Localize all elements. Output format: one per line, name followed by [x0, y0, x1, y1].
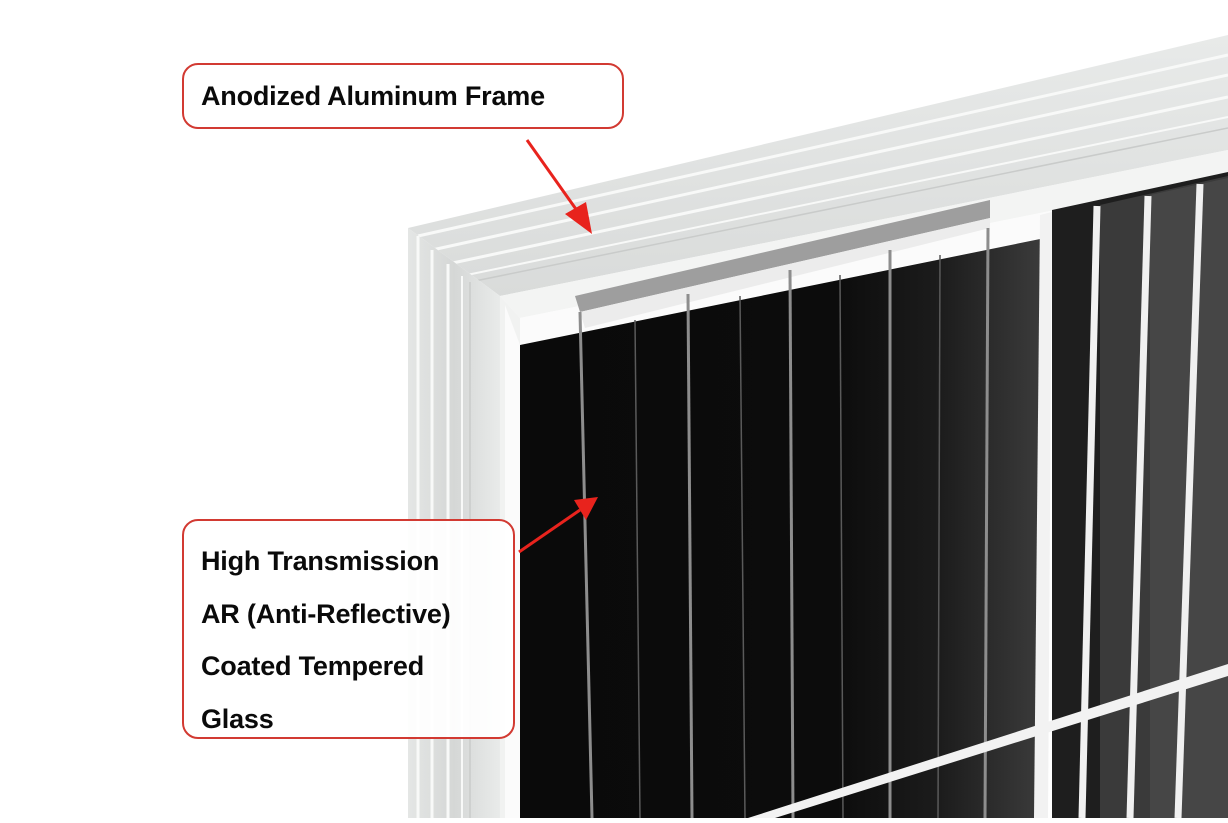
callout-glass-line-3: Coated Tempered: [201, 651, 425, 681]
callout-glass-line-4: Glass: [201, 703, 274, 734]
arrow-to-frame: [525, 139, 592, 234]
callout-frame-label: Anodized Aluminum Frame: [182, 63, 624, 129]
callout-glass-line-1: High Transmission: [201, 546, 440, 576]
callout-frame-text: Anodized Aluminum Frame: [201, 80, 545, 111]
callout-glass-line-2: AR (Anti-Reflective): [201, 598, 451, 629]
frame-top-edge: [408, 35, 1228, 296]
arrow-to-glass: [518, 497, 598, 554]
solar-cells: [520, 172, 1228, 819]
callout-glass-label: High Transmission AR (Anti-Reflective) C…: [182, 519, 515, 739]
